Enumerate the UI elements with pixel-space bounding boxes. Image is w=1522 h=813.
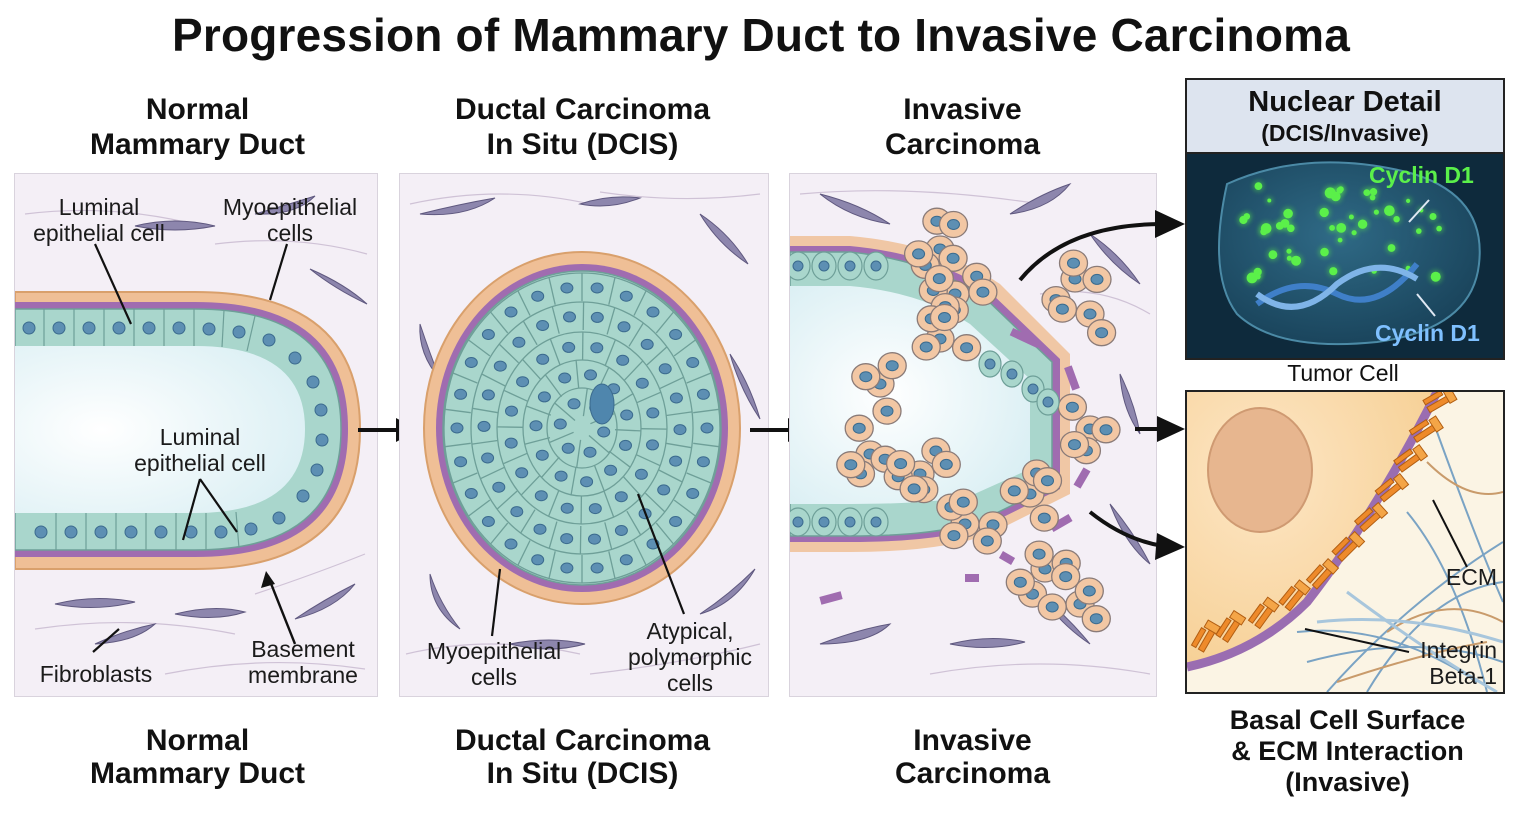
stage-caption-invasive: Invasive Carcinoma <box>894 724 1051 790</box>
nucleus-illustration <box>1218 161 1481 346</box>
cell-nucleus <box>1207 407 1313 533</box>
nuclear-detail-heading: Nuclear Detail <box>1248 86 1442 118</box>
stage-caption-dcis: Ductal Carcinoma In Situ (DCIS) <box>454 724 711 790</box>
label-cyclin-d1-top: Cyclin D1 <box>1369 162 1474 188</box>
stage-caption-normal: Normal Mammary Duct <box>89 724 306 790</box>
nuclear-detail-subheading: (DCIS/Invasive) <box>1261 120 1429 146</box>
label-myoepithelial-dcis: Myoepithelial cells <box>426 638 562 690</box>
invasive-illustration <box>790 182 1151 675</box>
dcis-illustration <box>405 191 761 675</box>
basal-surface-inset: ECM Integrin Beta-1 <box>1185 390 1505 694</box>
basal-surface-caption: Basal Cell Surface & ECM Interaction (In… <box>1229 705 1466 797</box>
label-luminal-epithelial-top: Luminal epithelial cell <box>33 194 165 246</box>
normal-duct-panel: Luminal epithelial cell Myoepithelial ce… <box>14 173 378 697</box>
duct-lumen <box>15 346 305 513</box>
invasive-panel <box>789 173 1157 697</box>
stage-heading-dcis: Ductal Carcinoma In Situ (DCIS) <box>454 93 711 161</box>
ecm-illustration <box>1187 392 1503 692</box>
label-fibroblasts: Fibroblasts <box>39 661 153 687</box>
tumor-cell-caption: Tumor Cell <box>1287 360 1399 386</box>
label-cyclin-d1-bottom: Cyclin D1 <box>1375 320 1480 346</box>
label-myoepithelial-normal: Myoepithelial cells <box>222 194 358 246</box>
page-title: Progression of Mammary Duct to Invasive … <box>171 9 1351 61</box>
label-atypical-cells: Atypical, polymorphic cells <box>628 618 752 696</box>
nuclear-detail-header: Nuclear Detail (DCIS/Invasive) <box>1187 80 1503 154</box>
stage-heading-normal: Normal Mammary Duct <box>89 93 306 161</box>
label-luminal-epithelial-mid: Luminal epithelial cell <box>134 424 266 476</box>
dcis-panel: Myoepithelial cells Atypical, polymorphi… <box>399 173 769 697</box>
dcis-cell-mass <box>442 270 722 586</box>
nuclear-detail-inset: Nuclear Detail (DCIS/Invasive) Cyclin D1… <box>1185 78 1505 360</box>
label-basement-membrane: Basement membrane <box>248 636 358 688</box>
label-integrin-beta-1: Integrin Beta-1 <box>1420 637 1497 689</box>
normal-duct-illustration <box>15 195 368 675</box>
connector-arrows <box>1018 210 1185 560</box>
label-ecm: ECM <box>1445 564 1497 590</box>
stage-heading-invasive: Invasive Carcinoma <box>884 93 1041 161</box>
